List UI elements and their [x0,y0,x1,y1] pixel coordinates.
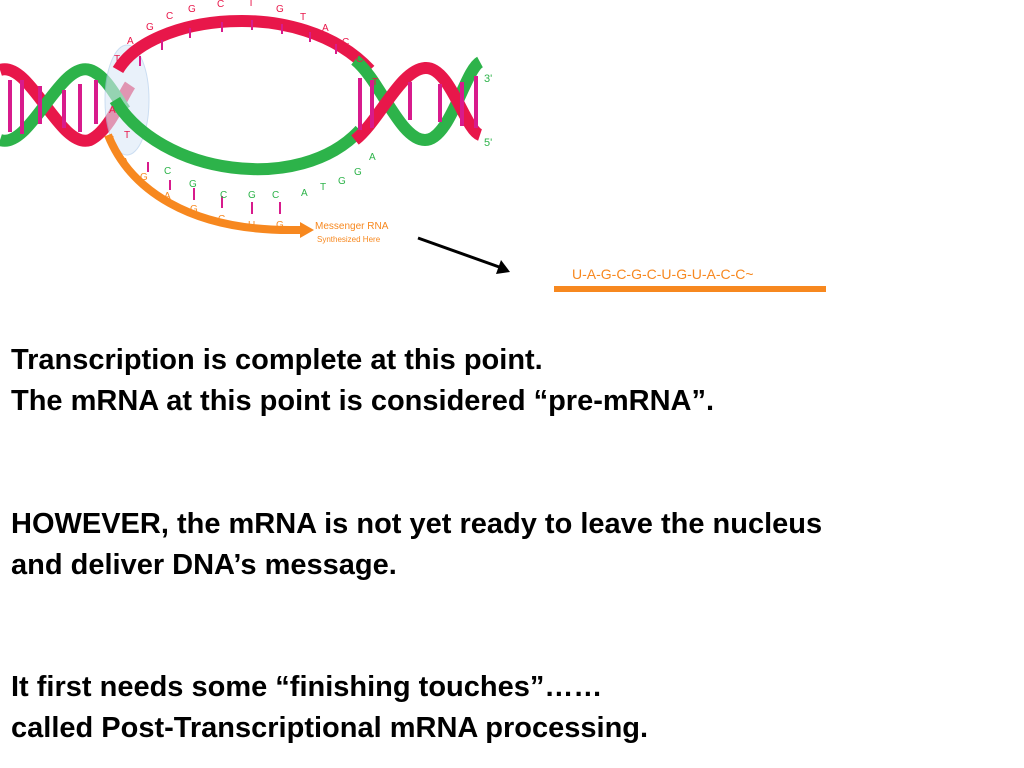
base-letter: G [248,190,256,201]
mrna-rungs [147,162,281,214]
text-line: HOWEVER, the mRNA is not yet ready to le… [11,508,823,540]
right-green-strand [350,55,484,147]
base-letter: G [276,4,284,15]
base-letter: A [122,157,129,168]
right-helix [350,55,484,147]
dna-left-letters: T A T [109,54,130,141]
base-letter: C [220,190,227,201]
base-letter: G [276,220,284,231]
base-letter: C [217,0,224,10]
text-line: The mRNA at this point is considered “pr… [11,385,715,417]
base-letter: A [127,36,134,47]
lower-green-strand [109,96,365,176]
base-letter: T [372,77,378,88]
left-base-pairs [8,80,98,134]
base-letter: A [301,188,308,199]
base-letter: G [338,176,346,187]
base-letter: A [369,152,376,163]
base-letter: T [124,130,130,141]
base-letter: G [354,167,362,178]
arrow-head [496,260,510,274]
base-letter: U [248,220,255,231]
top-red-strand [112,15,375,75]
top-strand-letters: A G C G C T G T A C C T [127,0,378,88]
base-letter: C [166,11,173,22]
rna-lower-letters: A G C G C U G [164,190,284,231]
top-strand-rungs [139,20,337,66]
mrna-arrowhead [300,222,314,238]
right-base-pairs [358,76,478,130]
base-letter: A [109,105,116,116]
base-letter: C [218,214,225,225]
base-letter: T [320,182,326,193]
mrna-backbone [554,286,826,292]
paragraph-not-ready: HOWEVER, the mRNA is not yet ready to le… [11,504,1011,586]
base-letter: T [300,12,306,23]
rna-upper-letters: U A G C G C A T G G A [107,135,376,201]
mrna-sequence: U-A-G-C-G-C-U-G-U-A-C-C~ [572,266,754,282]
text-line: It first needs some “finishing touches”…… [11,671,603,703]
base-letter: C [164,166,171,177]
base-letter: U [107,135,114,146]
base-letter: G [146,22,154,33]
text-line: and deliver DNA’s message. [11,549,397,581]
arrow-shaft [417,236,503,270]
base-letter: G [190,204,198,215]
paragraph-finishing-touches: It first needs some “finishing touches”…… [11,667,1011,749]
base-letter: G [188,4,196,15]
mrna-label-line1: Messenger RNA [315,221,389,232]
right-red-strand [351,62,484,145]
mrna-strand-diagram [104,133,305,234]
base-letter: T [114,54,120,65]
text-line: called Post-Transcriptional mRNA process… [11,712,649,744]
completed-mrna: U-A-G-C-G-C-U-G-U-A-C-C~ [554,266,826,292]
paragraph-transcription-complete: Transcription is complete at this point.… [11,340,1011,422]
end-label-5prime: 5' [484,137,492,149]
base-letter: C [342,37,349,48]
base-letter: T [248,0,254,9]
base-letter: C [272,190,279,201]
end-label-3prime: 3' [484,73,492,85]
base-letter: G [140,172,148,183]
arrow-to-mrna [417,236,510,274]
base-letter: A [164,191,171,202]
base-letter: C [356,54,363,65]
text-line: Transcription is complete at this point. [11,344,543,376]
base-letter: A [322,23,329,34]
mrna-label-line2: Synthesized Here [317,235,381,244]
dna-transcription-diagram: A G C G C T G T A C C T T A T U A G C G … [0,0,492,244]
base-letter: G [189,179,197,190]
